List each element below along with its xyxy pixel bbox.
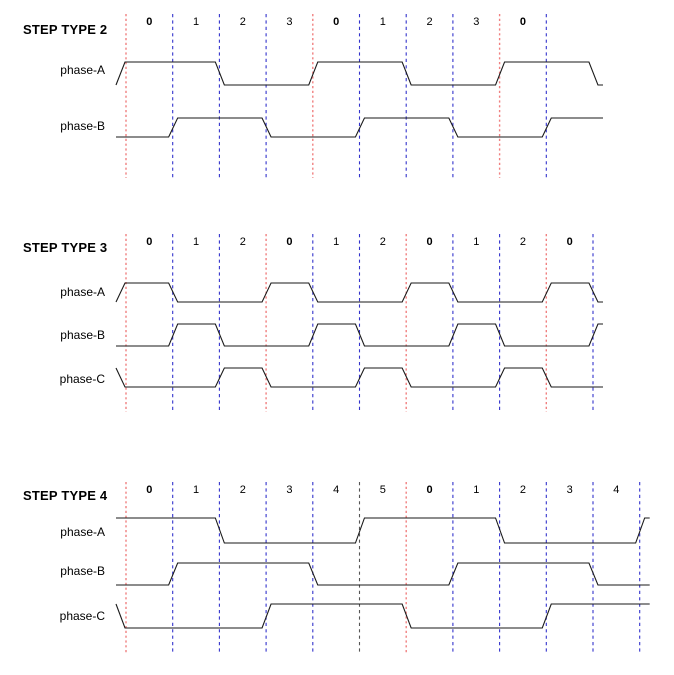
step-number-label: 0 xyxy=(566,236,573,248)
step-number-label: 4 xyxy=(333,484,340,496)
step-number-label: 5 xyxy=(379,484,386,496)
waveform-phase-A xyxy=(115,282,603,303)
diagram-title: STEP TYPE 4 xyxy=(23,488,108,503)
phase-label-phase-B: phase-B xyxy=(60,564,105,578)
diagram-title: STEP TYPE 3 xyxy=(23,240,108,255)
step-number-label: 1 xyxy=(192,16,200,28)
step-number-label: 1 xyxy=(473,236,480,248)
diagram-title: STEP TYPE 2 xyxy=(23,22,108,37)
phase-label-phase-C: phase-C xyxy=(59,609,105,623)
step-number-label: 3 xyxy=(473,16,480,28)
step-number-label: 3 xyxy=(286,16,293,28)
waveform-phase-B xyxy=(116,117,603,138)
step-number-label: 2 xyxy=(239,236,246,248)
step-number-label: 0 xyxy=(333,16,340,28)
waveform-phase-B xyxy=(116,562,650,586)
step-number-label: 0 xyxy=(146,484,153,496)
step-number-label: 2 xyxy=(519,236,526,248)
phase-label-phase-B: phase-B xyxy=(60,328,105,342)
waveform-phase-A xyxy=(116,517,650,544)
step-number-label: 0 xyxy=(519,16,526,28)
step-number-label: 1 xyxy=(379,16,386,28)
step-number-label: 3 xyxy=(566,484,573,496)
step-number-label: 1 xyxy=(473,484,480,496)
step-number-label: 2 xyxy=(519,484,526,496)
waveform-phase-B xyxy=(116,323,603,347)
step-number-label: 0 xyxy=(426,484,433,496)
step-number-label: 2 xyxy=(426,16,433,28)
phase-label-phase-A: phase-A xyxy=(60,525,105,539)
step-number-label: 1 xyxy=(192,236,200,248)
step-number-label: 3 xyxy=(286,484,293,496)
step-number-label: 0 xyxy=(286,236,293,248)
step-number-label: 2 xyxy=(239,16,246,28)
waveform-phase-C xyxy=(115,367,603,388)
step-number-label: 2 xyxy=(379,236,386,248)
step-number-label: 1 xyxy=(192,484,200,496)
phase-label-phase-B: phase-B xyxy=(60,119,105,133)
phase-label-phase-A: phase-A xyxy=(60,285,105,299)
phase-label-phase-C: phase-C xyxy=(59,372,105,386)
step-number-label: 0 xyxy=(426,236,433,248)
waveform-phase-C xyxy=(115,603,650,629)
step-number-label: 0 xyxy=(146,16,153,28)
waveform-phase-A xyxy=(115,61,603,86)
step-number-label: 1 xyxy=(333,236,340,248)
step-number-label: 4 xyxy=(613,484,620,496)
step-number-label: 2 xyxy=(239,484,246,496)
step-number-label: 0 xyxy=(146,236,153,248)
phase-label-phase-A: phase-A xyxy=(60,63,105,77)
